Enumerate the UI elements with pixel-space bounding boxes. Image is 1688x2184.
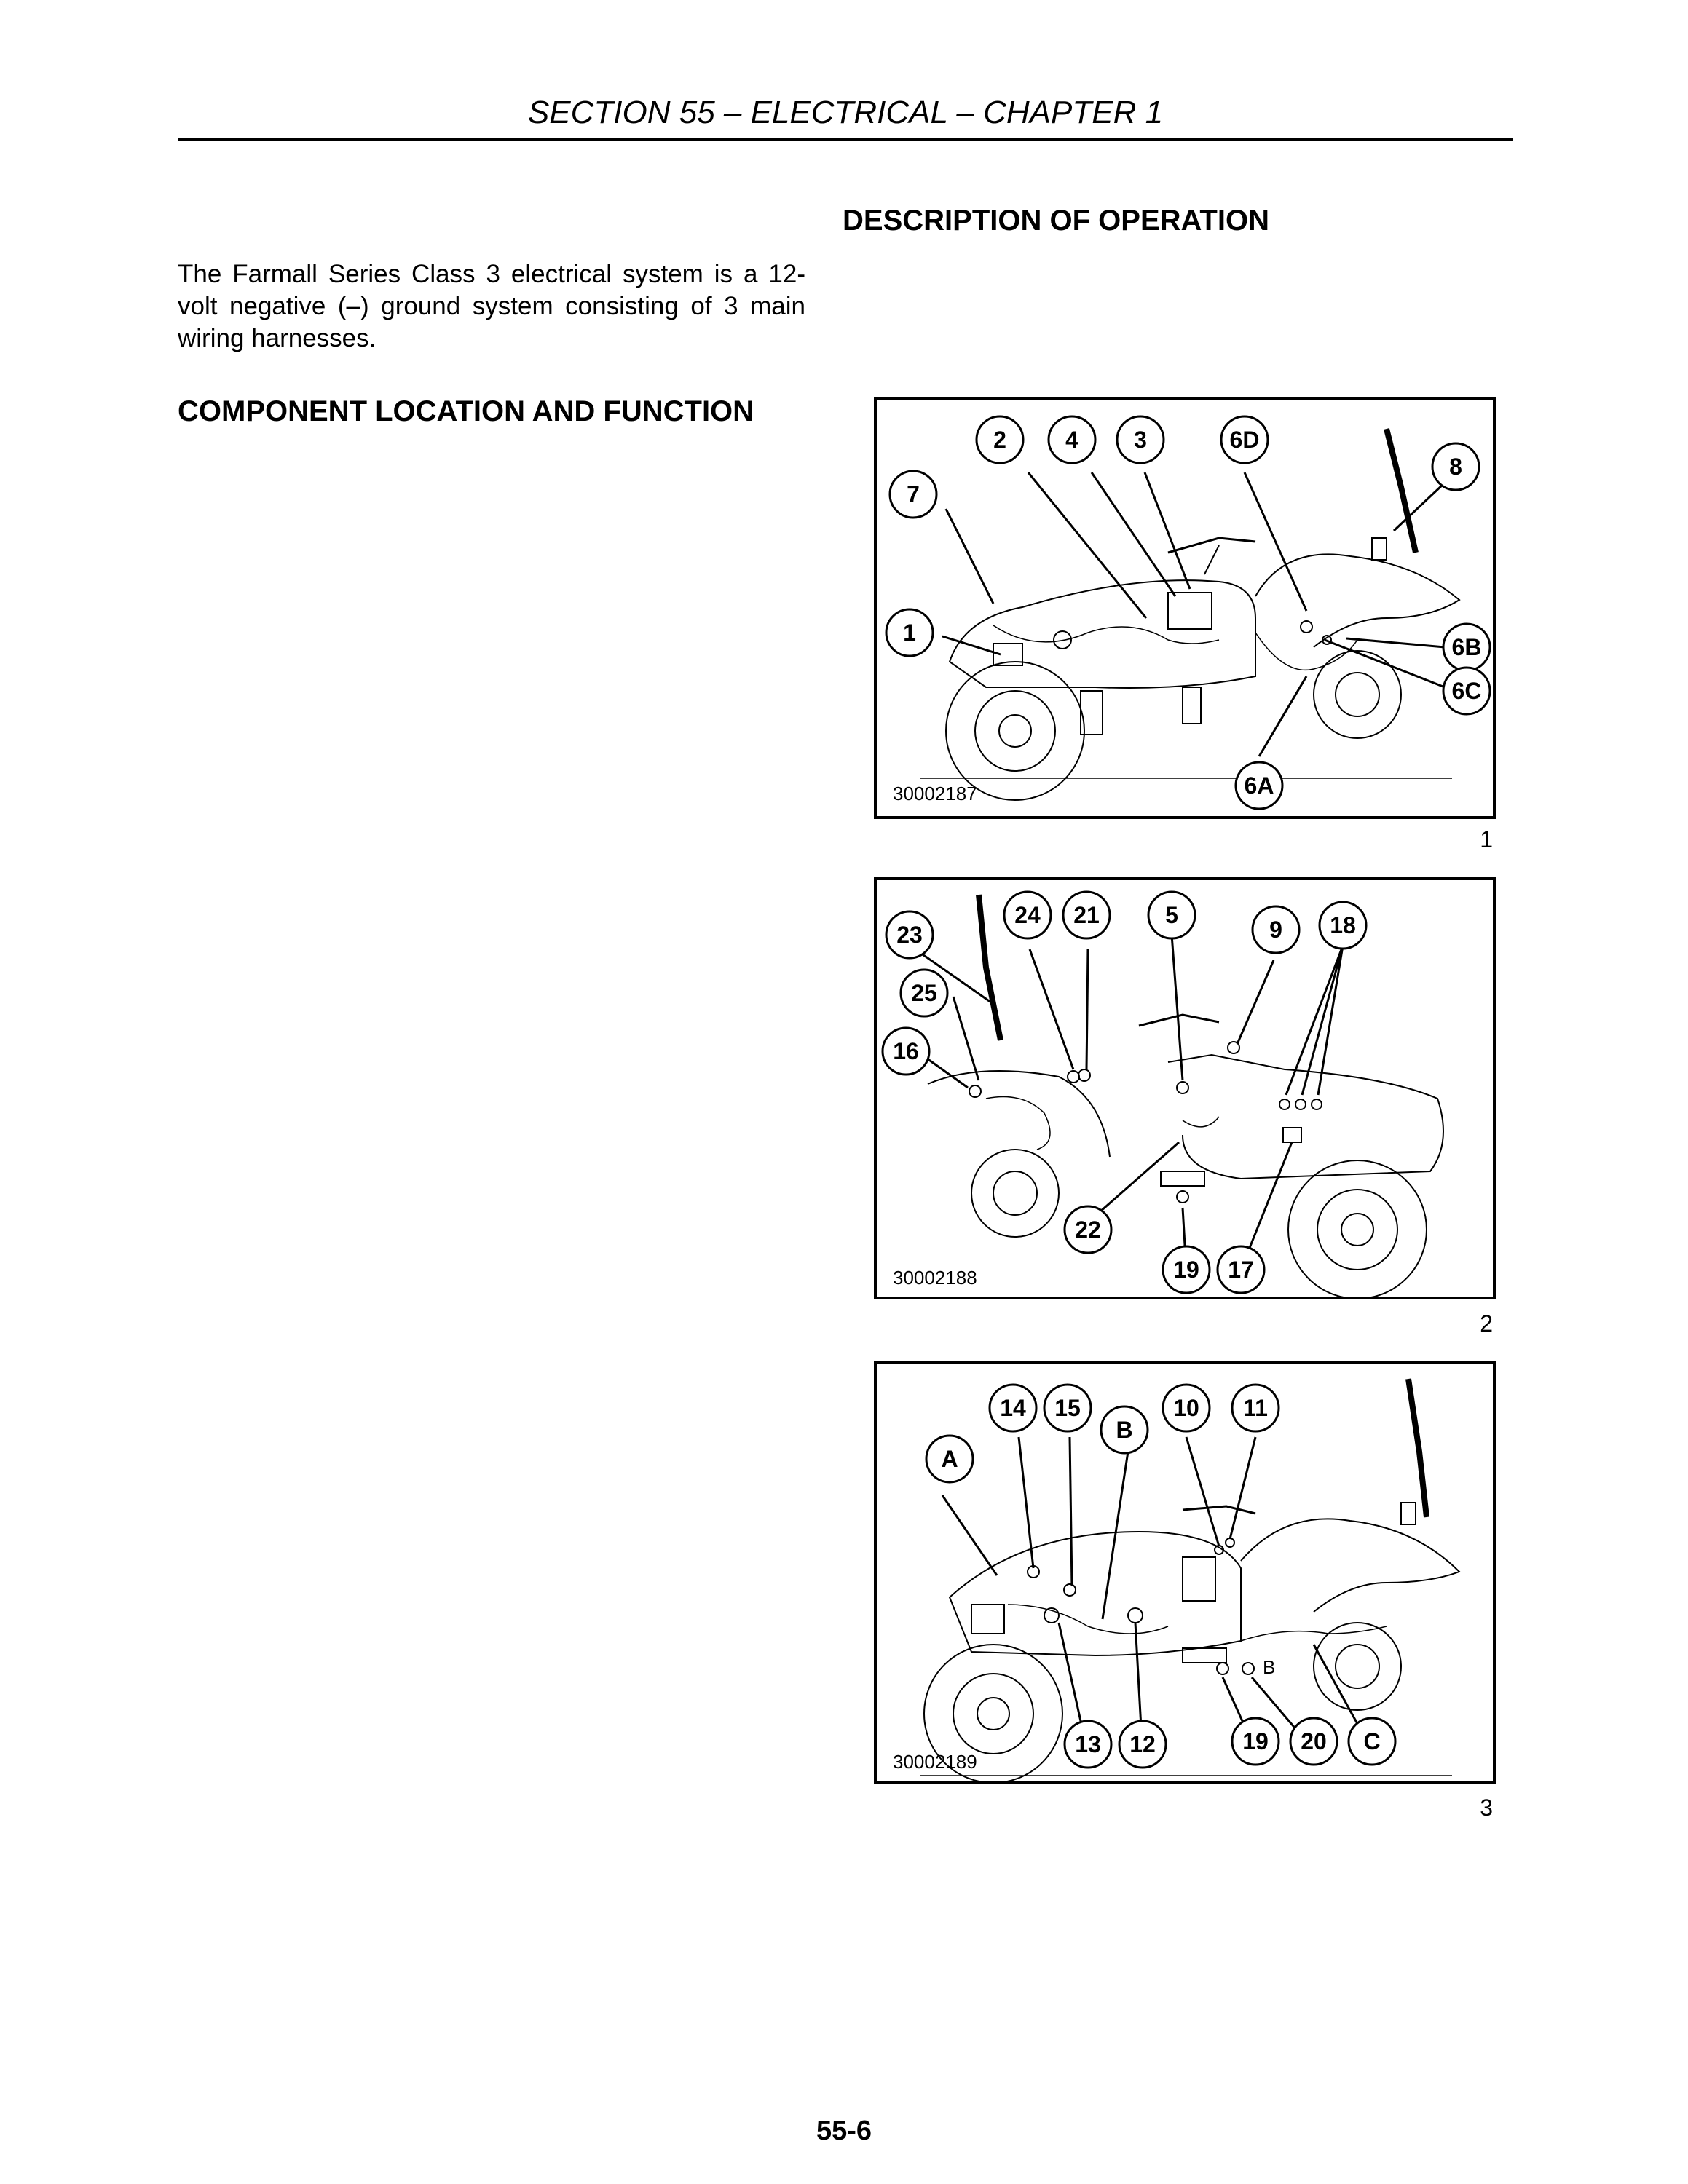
figure-1-callouts [885,415,1491,810]
page-number: 55-6 [816,2116,872,2146]
front-wheel [1287,1160,1427,1299]
rear-wheel [1313,650,1402,739]
callout-19: 19 [1173,1257,1199,1283]
callout-1: 1 [903,620,916,646]
rear-wheel [1313,1622,1402,1711]
callout-20: 20 [1301,1728,1327,1754]
figure-3-illustration: B 30002189 14 15 B 10 11 A [893,1378,1461,1784]
callout-5: 5 [1165,902,1178,928]
callout-a: A [941,1446,958,1472]
figure-2-code: 30002188 [893,1267,977,1289]
figure-2-number: 2 [1480,1310,1493,1337]
figure-2-illustration: 30002188 23 24 21 5 9 [881,890,1452,1299]
callout-24: 24 [1014,902,1041,928]
callout-19: 19 [1242,1728,1269,1754]
section-header: SECTION 55 – ELECTRICAL – CHAPTER 1 [527,95,1164,130]
callout-6d: 6D [1230,427,1260,453]
figure-3: B 30002189 14 15 B 10 11 A [874,1361,1496,1784]
figure-3-inline-label: B [1263,1656,1275,1678]
component-heading: COMPONENT LOCATION AND FUNCTION [178,395,754,427]
callout-10: 10 [1173,1395,1199,1421]
figure-1-number: 1 [1480,826,1493,852]
figure-3-code: 30002189 [893,1751,977,1773]
callout-2: 2 [993,427,1006,453]
callout-4: 4 [1065,427,1078,453]
callout-13: 13 [1075,1731,1101,1757]
callout-6c: 6C [1452,678,1482,704]
callout-22: 22 [1075,1216,1101,1243]
figure-2: 30002188 23 24 21 5 9 [874,877,1496,1299]
header-rule [178,138,1513,141]
callout-15: 15 [1054,1395,1081,1421]
callout-9: 9 [1269,917,1282,943]
callout-21: 21 [1073,902,1100,928]
description-text: The Farmall Series Class 3 electrical sy… [178,260,805,352]
callout-14: 14 [1000,1395,1026,1421]
rear-wheel [971,1149,1060,1238]
figure-1-illustration: 30002187 2 4 3 6D 8 7 1 [885,415,1491,810]
callout-25: 25 [911,980,937,1006]
figure-1: 30002187 2 4 3 6D 8 7 1 [874,397,1496,819]
callout-17: 17 [1228,1257,1254,1283]
callout-8: 8 [1449,454,1462,480]
figure-3-number: 3 [1480,1795,1493,1821]
callout-3: 3 [1134,427,1147,453]
callout-c: C [1363,1728,1380,1754]
front-wheel [923,1644,1063,1784]
figure-1-code: 30002187 [893,783,977,804]
callout-6b: 6B [1452,634,1482,660]
callout-b: B [1116,1417,1132,1443]
callout-7: 7 [907,481,920,507]
description-heading: DESCRIPTION OF OPERATION [843,205,1269,237]
callout-18: 18 [1330,912,1356,938]
front-wheel [945,661,1085,801]
callout-23: 23 [896,922,923,948]
callout-6a: 6A [1245,772,1274,799]
callout-12: 12 [1129,1731,1156,1757]
callout-16: 16 [893,1038,919,1064]
callout-11: 11 [1243,1395,1268,1421]
